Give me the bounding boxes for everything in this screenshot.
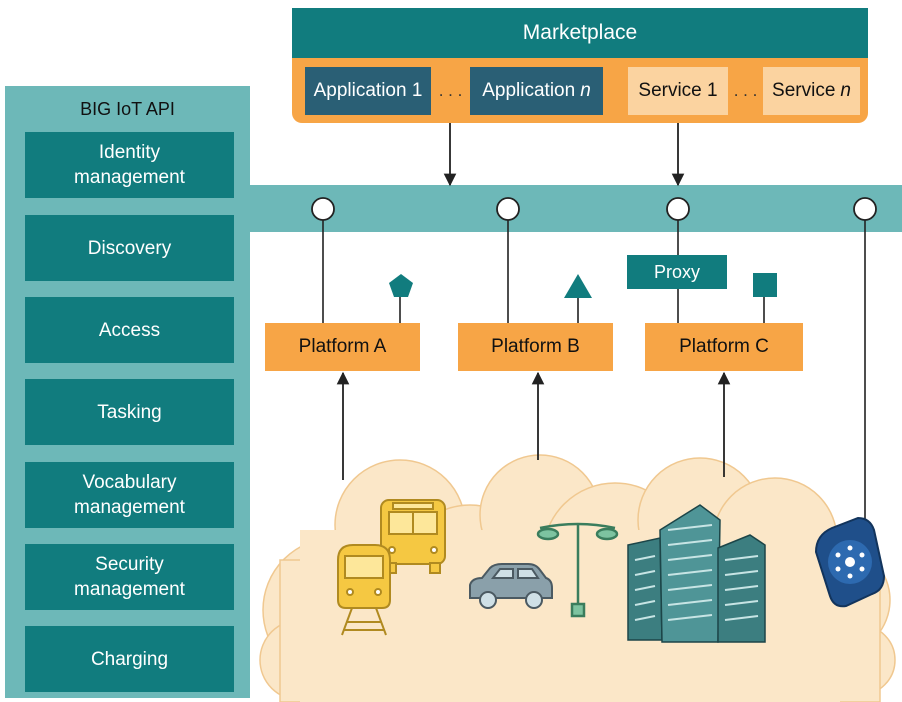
- api-item-access[interactable]: Access: [25, 297, 234, 363]
- train-icon: [337, 544, 391, 636]
- marketplace-header: [292, 8, 868, 58]
- triangle-icon: [564, 274, 592, 298]
- api-item-label: Identity: [98, 142, 161, 163]
- application-n-label[interactable]: Application n: [470, 67, 603, 115]
- street-lamp-icon: [536, 522, 619, 618]
- platform-c-box[interactable]: [645, 323, 803, 371]
- application-1-label[interactable]: Application 1: [313, 80, 423, 101]
- service-n-prefix: Service: [772, 80, 836, 101]
- application-1-box[interactable]: [305, 67, 431, 115]
- car-icon: [469, 563, 553, 609]
- service-n-label[interactable]: Service n: [763, 67, 860, 115]
- service-1-box[interactable]: [628, 67, 728, 115]
- bus-node[interactable]: [666, 197, 690, 221]
- square-icon: [753, 273, 777, 297]
- proxy-box[interactable]: [627, 255, 727, 289]
- api-item-discovery[interactable]: Discovery: [25, 215, 234, 281]
- platform-b-box[interactable]: [458, 323, 613, 371]
- ellipsis: . . .: [438, 81, 463, 100]
- api-item-vocabulary-management[interactable]: Vocabulary management: [25, 462, 234, 528]
- api-item-security-management[interactable]: Security management: [25, 544, 234, 610]
- ellipsis: . . .: [733, 81, 758, 100]
- api-item-label: Security: [95, 554, 164, 575]
- bus-node[interactable]: [496, 197, 520, 221]
- marketplace-title: Marketplace: [522, 21, 638, 44]
- bus-node[interactable]: [853, 197, 877, 221]
- api-item-identity-management[interactable]: Identity management: [25, 132, 234, 198]
- application-n-prefix: Application: [482, 80, 576, 101]
- api-item-charging[interactable]: Charging: [25, 626, 234, 692]
- api-item-label: management: [74, 497, 185, 518]
- bus-node[interactable]: [311, 197, 335, 221]
- buildings-icon: [627, 504, 766, 643]
- api-item-label: Charging: [90, 648, 169, 670]
- api-item-label: management: [74, 167, 185, 188]
- api-item-label: Discovery: [87, 237, 172, 259]
- service-1-label[interactable]: Service 1: [638, 80, 718, 101]
- api-item-label: management: [74, 579, 185, 600]
- proxy-label[interactable]: Proxy: [653, 261, 700, 282]
- wearable-sensor-icon: [814, 516, 886, 608]
- api-item-label: Tasking: [97, 401, 162, 423]
- api-item-label: Vocabulary: [82, 472, 177, 493]
- application-n-suffix: n: [580, 80, 591, 101]
- application-n-box[interactable]: [470, 67, 603, 115]
- pentagon-icon: [389, 274, 413, 297]
- bus-icon: [380, 499, 446, 574]
- api-item-label: Access: [98, 319, 161, 341]
- api-item-tasking[interactable]: Tasking: [25, 379, 234, 445]
- platform-a-box[interactable]: [265, 323, 420, 371]
- api-title: BIG IoT API: [80, 98, 175, 119]
- service-n-box[interactable]: [763, 67, 860, 115]
- platform-b-label[interactable]: Platform B: [491, 336, 580, 357]
- service-n-suffix: n: [840, 80, 851, 101]
- platform-c-label[interactable]: Platform C: [679, 336, 769, 357]
- api-bus: [250, 185, 902, 232]
- platform-a-label[interactable]: Platform A: [298, 336, 387, 357]
